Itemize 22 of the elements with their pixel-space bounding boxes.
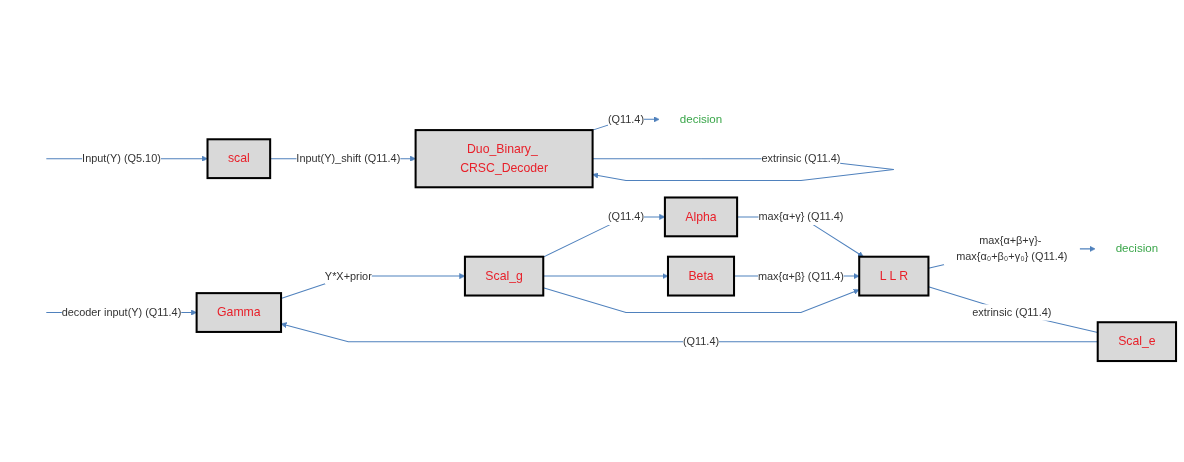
edge-label: Y*X+prior [324, 270, 372, 282]
edge-label: extrinsic (Q11.4) [761, 152, 841, 165]
node-text: decision [679, 112, 723, 126]
node-box: Scal_e [1096, 321, 1178, 363]
node-box: Scal_g [463, 255, 545, 297]
node-box: scal [206, 138, 272, 180]
edge-label: (Q11.4) [682, 335, 720, 348]
edge-label: max{α+β} (Q11.4) [757, 270, 844, 282]
edge-label: Input(Y) (Q5.10) [82, 152, 161, 165]
node-box: Gamma [195, 292, 283, 334]
edge-label: max{α+γ} (Q11.4) [758, 211, 844, 223]
node-box: Alpha [663, 196, 739, 238]
edge-label: max{α+β+γ}- max{α₀+β₀+γ₀} (Q11.4) [956, 234, 1068, 263]
node-box: Duo_Binary_ CRSC_Decoder [414, 129, 594, 189]
node-box: L L R [858, 255, 930, 297]
edge-label: (Q11.4) [607, 113, 645, 126]
edge-label: (Q11.4) [607, 211, 645, 223]
node-text: decision [1115, 242, 1159, 256]
edge-label: decoder input(Y) (Q11.4) [61, 306, 182, 319]
edge-label: extrinsic (Q11.4) [972, 306, 1052, 319]
node-box: Beta [666, 255, 736, 297]
edge-label: Input(Y)_shift (Q11.4) [296, 152, 401, 165]
